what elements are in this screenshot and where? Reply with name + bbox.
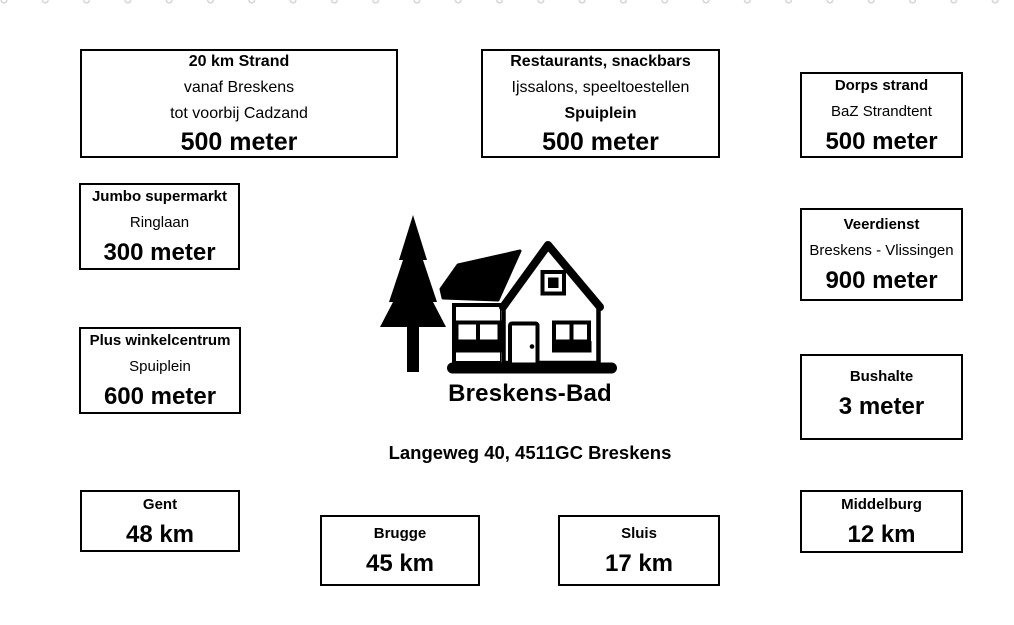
- info-box-sluis: Sluis 17 km: [558, 515, 720, 586]
- info-box-strand: 20 km Strand vanaf Breskens tot voorbij …: [80, 49, 398, 158]
- property-address: Langeweg 40, 4511GC Breskens: [388, 442, 672, 463]
- box-distance-value: 48 km: [125, 520, 195, 548]
- info-box-veerdienst: Veerdienst Breskens - Vlissingen 900 met…: [800, 208, 963, 301]
- box-subtitle: Spuiplein: [129, 358, 191, 375]
- info-box-jumbo-supermarkt: Jumbo supermarkt Ringlaan 300 meter: [79, 183, 240, 270]
- house-with-pine-tree-icon: [380, 215, 617, 374]
- box-title: 20 km Strand: [188, 53, 290, 70]
- property-name-label: Breskens-Bad: [448, 380, 612, 407]
- info-box-restaurants: Restaurants, snackbars Ijssalons, speelt…: [481, 49, 720, 158]
- right-window-sill: [552, 341, 592, 353]
- box-title: Brugge: [373, 525, 427, 542]
- door-handle: [529, 344, 535, 349]
- info-box-middelburg: Middelburg 12 km: [800, 490, 963, 553]
- box-distance-value: 3 meter: [838, 393, 925, 420]
- left-window-sill: [454, 341, 502, 353]
- info-box-plus-winkelcentrum: Plus winkelcentrum Spuiplein 600 meter: [79, 327, 241, 414]
- info-box-brugge: Brugge 45 km: [320, 515, 480, 586]
- tree-trunk: [407, 323, 419, 372]
- box-location: Spuiplein: [564, 105, 637, 122]
- attic-window-pane: [548, 277, 559, 288]
- box-distance-value: 600 meter: [103, 383, 217, 410]
- box-distance-value: 500 meter: [825, 127, 938, 155]
- front-door: [508, 321, 540, 368]
- info-box-bushalte: Bushalte 3 meter: [800, 354, 963, 440]
- top-edge-tick-marks: [0, 0, 1014, 6]
- box-distance-value: 300 meter: [103, 239, 216, 266]
- house-gable-roof: [499, 241, 604, 311]
- box-distance-value: 500 meter: [180, 128, 298, 156]
- box-title: Middelburg: [841, 496, 922, 513]
- box-subtitle: vanaf Breskens: [183, 79, 295, 96]
- info-box-gent: Gent 48 km: [80, 490, 240, 552]
- box-subtitle: BaZ Strandtent: [831, 102, 932, 120]
- box-title: Plus winkelcentrum: [89, 332, 231, 349]
- house-left-roof: [439, 249, 522, 302]
- pine-tree-icon: [380, 215, 446, 327]
- ground-bar: [447, 362, 617, 374]
- box-title: Veerdienst: [843, 216, 920, 233]
- box-distance-value: 45 km: [365, 550, 435, 577]
- box-distance-value: 12 km: [847, 521, 916, 548]
- box-title: Sluis: [621, 525, 657, 542]
- box-subtitle: tot voorbij Cadzand: [170, 105, 308, 122]
- box-distance-value: 500 meter: [542, 128, 659, 156]
- box-distance-value: 900 meter: [825, 267, 938, 294]
- box-title: Jumbo supermarkt: [91, 188, 228, 205]
- box-subtitle: Breskens - Vlissingen: [809, 242, 954, 259]
- box-title: Bushalte: [849, 368, 914, 385]
- box-title: Dorps strand: [834, 76, 929, 94]
- house-with-tree-illustration: [370, 205, 620, 375]
- box-title: Gent: [142, 495, 178, 513]
- box-subtitle: Ijssalons, speeltoestellen: [511, 79, 690, 96]
- info-box-dorps-strand: Dorps strand BaZ Strandtent 500 meter: [800, 72, 963, 158]
- box-subtitle: Ringlaan: [129, 214, 190, 231]
- box-title: Restaurants, snackbars: [510, 53, 691, 70]
- box-distance-value: 17 km: [604, 550, 674, 577]
